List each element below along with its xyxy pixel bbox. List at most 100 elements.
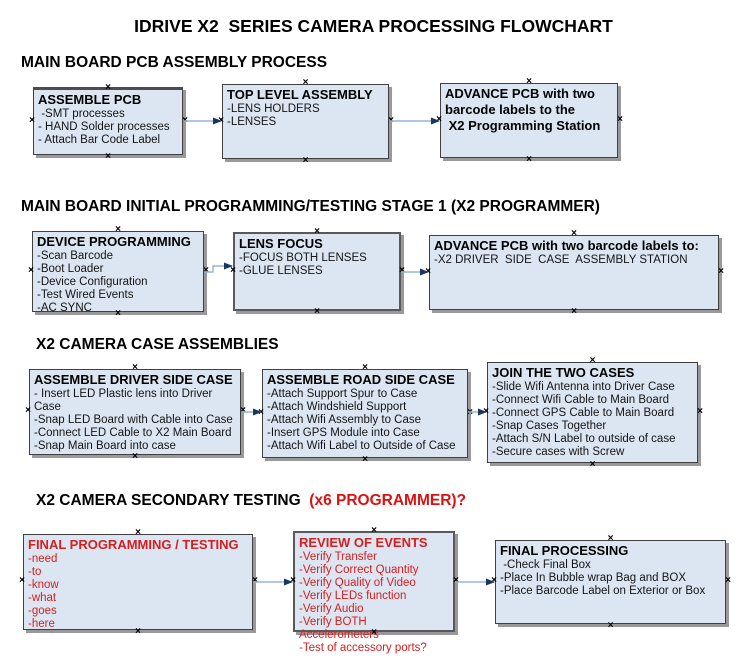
box-item: -Test of accessory ports? [299, 642, 427, 654]
box-item: -Attach Wifi Label to Outside of Case [267, 440, 456, 452]
anchor-icon [251, 577, 259, 585]
node-assemble-pcb[interactable]: ASSEMBLE PCB -SMT processes- HAND Solder… [33, 87, 183, 155]
section-heading-initial-programming: MAIN BOARD INITIAL PROGRAMMING/TESTING S… [21, 198, 600, 215]
section-heading-pcb-assembly: MAIN BOARD PCB ASSEMBLY PROCESS [21, 54, 328, 71]
anchor-icon [398, 267, 406, 275]
node-title: JOIN THE TWO CASES [492, 365, 635, 380]
page-title: IDRIVE X2 SERIES CAMERA PROCESSING FLOWC… [134, 16, 613, 36]
box-item: -Slide Wifi Antenna into Driver Case [492, 381, 675, 393]
anchor-icon [696, 408, 704, 416]
node-body: -Slide Wifi Antenna into Driver Case-Con… [492, 381, 693, 459]
node-title: FINAL PROCESSING [500, 543, 629, 558]
box-item: -Verify Transfer [299, 551, 377, 563]
node-assemble-driver-side-case[interactable]: ASSEMBLE DRIVER SIDE CASE - Insert LED P… [29, 369, 241, 455]
box-item: -Attach Support Spur to Case [267, 388, 418, 400]
anchor-icon [131, 453, 139, 461]
node-title: ASSEMBLE PCB [38, 92, 142, 107]
node-assemble-road-side-case[interactable]: ASSEMBLE ROAD SIDE CASE -Attach Support … [262, 369, 468, 458]
node-body: -LENS HOLDERS-LENSES [227, 103, 384, 129]
node-lens-focus[interactable]: LENS FOCUS -FOCUS BOTH LENSES-GLUE LENSE… [233, 232, 401, 311]
box-item: -Place In Bubble wrap Bag and BOX [500, 572, 687, 584]
node-top-level-assembly[interactable]: TOP LEVEL ASSEMBLY -LENS HOLDERS-LENSES [222, 84, 389, 159]
box-item: -here [28, 618, 55, 630]
anchor-icon [313, 228, 321, 236]
anchor-icon [607, 535, 615, 543]
node-final-processing[interactable]: FINAL PROCESSING -Check Final Box-Place … [495, 540, 726, 624]
anchor-icon [313, 308, 321, 316]
anchor-icon [589, 461, 597, 469]
node-body: -Verify Transfer-Verify Correct Quantity… [299, 551, 449, 655]
box-item: -to [28, 566, 42, 578]
node-title: TOP LEVEL ASSEMBLY [227, 87, 373, 102]
node-title: ADVANCE PCB with two barcode labels to: [434, 238, 699, 253]
connector-arrow [204, 262, 233, 273]
anchor-icon [589, 357, 597, 365]
box-item: -Verify Correct Quantity [299, 564, 419, 576]
box-item: -Verify BOTH Accelerometers [299, 616, 379, 641]
box-item: -Connect Wifi Cable to Main Board [492, 394, 670, 406]
anchor-icon [18, 577, 26, 585]
box-item: - HAND Solder processes [38, 121, 170, 133]
anchor-icon [570, 308, 578, 316]
box-item: -know [28, 579, 59, 591]
anchor-icon [134, 529, 142, 537]
section-heading-case-assemblies: X2 CAMERA CASE ASSEMBLIES [36, 336, 279, 353]
anchor-icon [724, 577, 732, 585]
anchor-icon [217, 117, 225, 125]
anchor-icon [202, 267, 210, 275]
node-body: -X2 DRIVER SIDE CASE ASSEMBLY STATION [434, 254, 714, 267]
node-title: ADVANCE PCB with two barcode labels to t… [445, 86, 601, 133]
node-body: - Insert LED Plastic lens into Driver Ca… [34, 388, 236, 453]
anchor-icon [616, 116, 624, 124]
box-item: -FOCUS BOTH LENSES [239, 252, 367, 264]
box-item: - Attach Bar Code Label [38, 134, 161, 146]
box-item: -AC SYNC [37, 302, 92, 314]
anchor-icon [435, 116, 443, 124]
anchor-icon [607, 622, 615, 630]
box-item: -Scan Barcode [37, 250, 114, 262]
box-item: -what [28, 592, 57, 604]
box-item: -Boot Loader [37, 263, 104, 275]
anchor-icon [387, 117, 395, 125]
box-item: -X2 DRIVER SIDE CASE ASSEMBLY STATION [434, 254, 688, 266]
anchor-icon [490, 577, 498, 585]
node-review-of-events[interactable]: REVIEW OF EVENTS -Verify Transfer-Verify… [293, 531, 455, 654]
box-item: -Verify Quality of Video [299, 577, 416, 589]
box-item: -Snap Main Board into case [34, 440, 176, 452]
box-item: -GLUE LENSES [239, 265, 323, 277]
anchor-icon [466, 409, 474, 417]
anchor-icon [525, 156, 533, 164]
anchor-icon [104, 153, 112, 161]
anchor-icon [302, 157, 310, 165]
anchor-icon [570, 230, 578, 238]
anchor-icon [452, 577, 460, 585]
node-title: ASSEMBLE DRIVER SIDE CASE [34, 372, 233, 387]
node-join-the-two-cases[interactable]: JOIN THE TWO CASES -Slide Wifi Antenna i… [487, 362, 698, 463]
anchor-icon [239, 407, 247, 415]
box-item: -Attach Wifi Assembly to Case [267, 414, 422, 426]
node-body: -need-to-know-what-goes-here [28, 553, 248, 631]
anchor-icon [131, 364, 139, 372]
box-item: -Insert GPS Module into Case [267, 427, 420, 439]
anchor-icon [24, 407, 32, 415]
node-title: FINAL PROGRAMMING / TESTING [28, 537, 239, 552]
node-advance-pcb-driver-side-station[interactable]: ADVANCE PCB with two barcode labels to: … [429, 235, 719, 310]
node-device-programming[interactable]: DEVICE PROGRAMMING -Scan Barcode-Boot Lo… [32, 231, 204, 314]
heading-red-part: (x6 PROGRAMMER)? [305, 492, 467, 509]
node-final-programming-testing[interactable]: FINAL PROGRAMMING / TESTING -need-to-kno… [23, 534, 253, 630]
anchor-icon [361, 364, 369, 372]
box-item: -Attach Windshield Support [267, 401, 407, 413]
anchor-icon [181, 117, 189, 125]
box-item: -Check Final Box [500, 559, 591, 571]
node-body: -FOCUS BOTH LENSES-GLUE LENSES [239, 252, 395, 278]
box-item: -Secure cases with Screw [492, 446, 625, 458]
anchor-icon [717, 268, 725, 276]
node-title: DEVICE PROGRAMMING [37, 234, 191, 249]
anchor-icon [289, 577, 297, 585]
node-body: -Attach Support Spur to Case-Attach Wind… [267, 388, 463, 453]
box-item: -Snap LED Board with Cable into Case [34, 414, 233, 426]
box-item: -Attach S/N Label to outside of case [492, 433, 676, 445]
node-advance-pcb-programming-station[interactable]: ADVANCE PCB with two barcode labels to t… [440, 83, 618, 158]
anchor-icon [28, 117, 36, 125]
